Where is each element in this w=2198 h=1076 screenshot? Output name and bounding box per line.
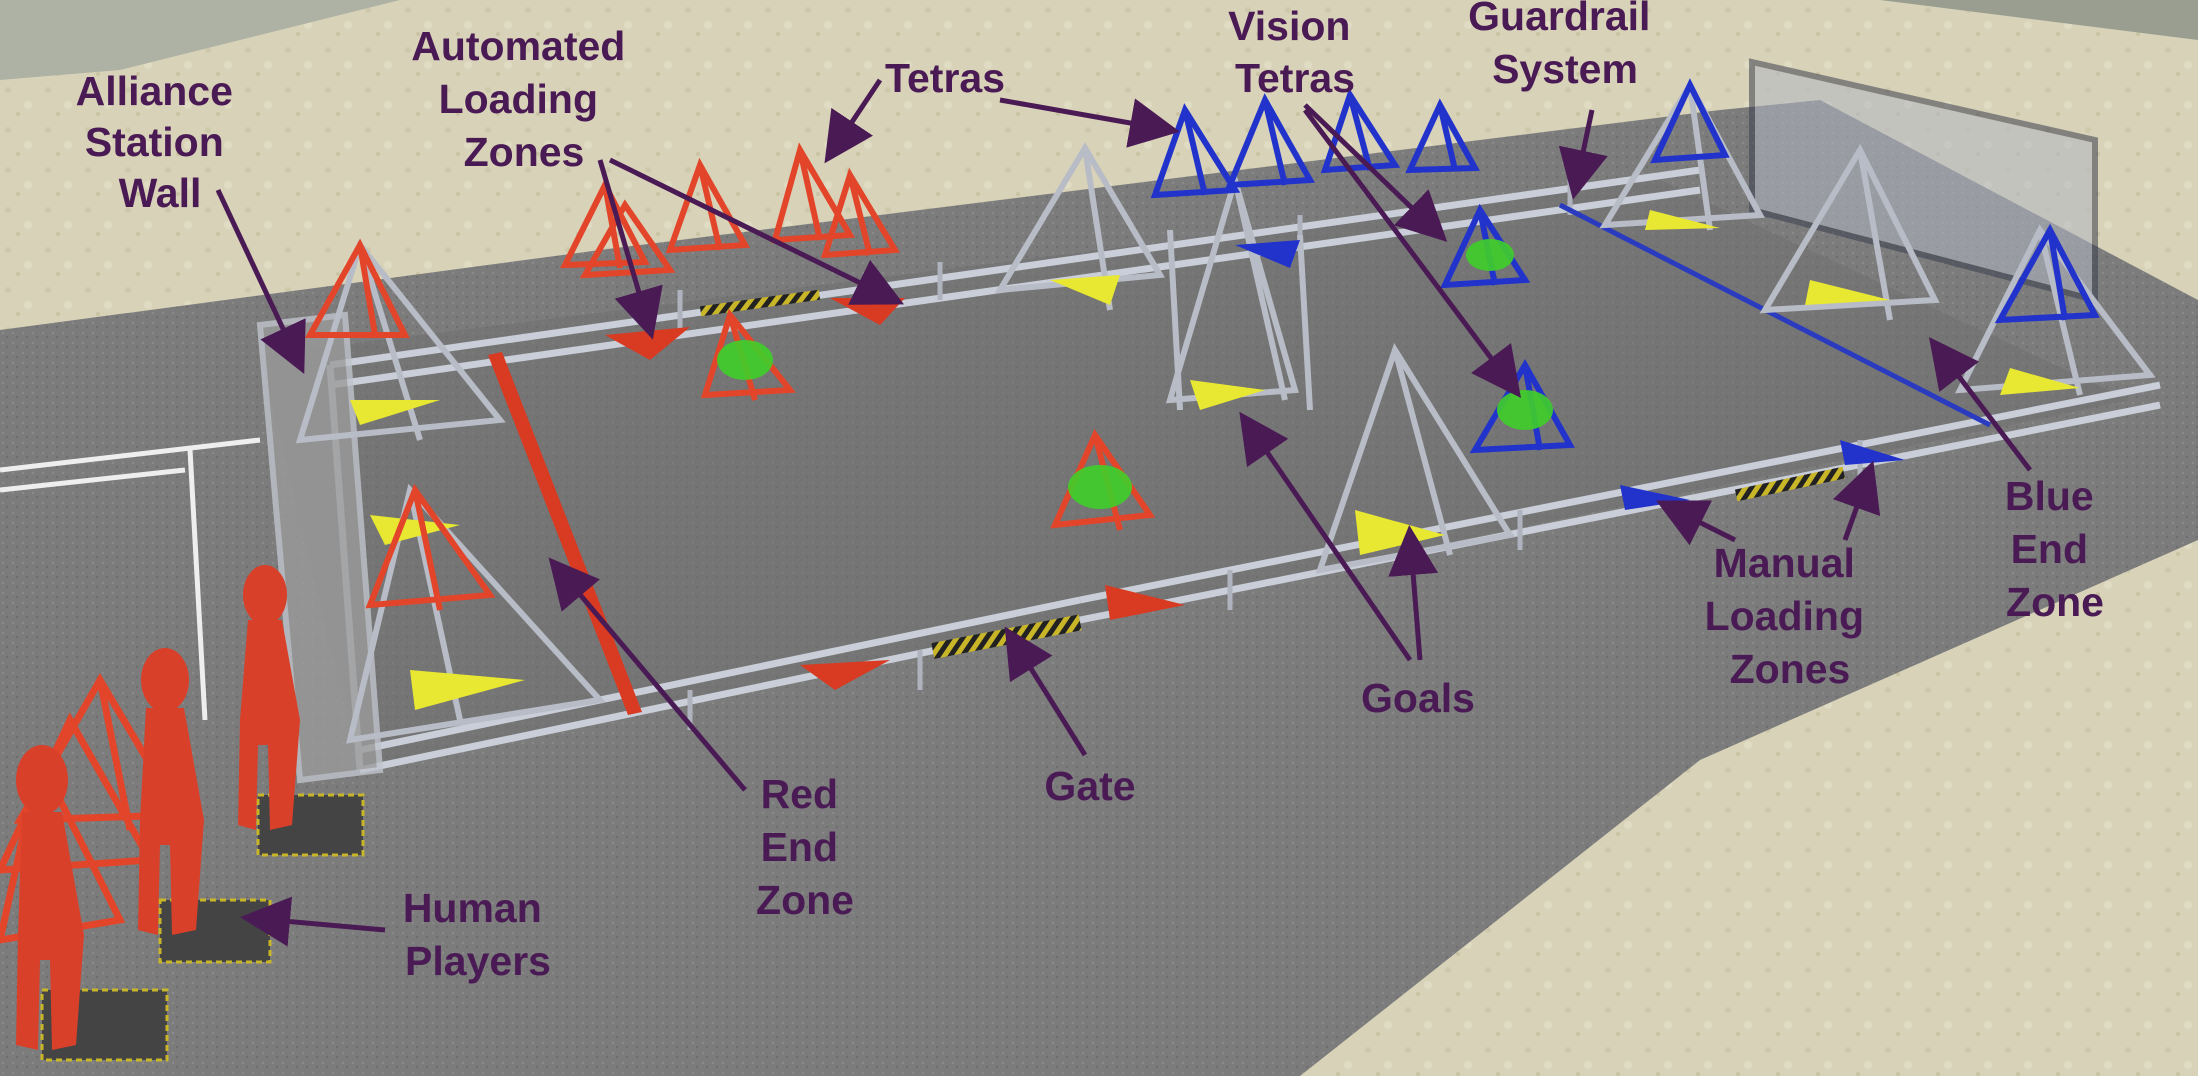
label-automated-2: Loading: [439, 76, 598, 122]
label-automated-1: Automated: [411, 23, 625, 69]
label-vision-2: Tetras: [1235, 55, 1355, 101]
label-alliance-station-wall: Alliance Station Wall: [76, 68, 245, 216]
sky-corner-right: [1880, 0, 2198, 40]
label-tetras: Tetras: [885, 55, 1005, 101]
blue-tetras: [1150, 78, 2100, 454]
label-human-players: Human Players: [403, 885, 553, 984]
label-guardrail-1: Guardrail: [1468, 0, 1650, 39]
label-vision-1: Vision: [1228, 3, 1350, 49]
vision-targets: [717, 239, 1553, 509]
label-human-1: Human: [403, 885, 542, 931]
label-red-end-zone: Red End Zone: [756, 771, 854, 923]
label-alliance-2: Station: [85, 119, 224, 165]
label-manual-3: Zones: [1730, 646, 1851, 692]
label-alliance-1: Alliance: [76, 68, 233, 114]
label-manual-2: Loading: [1705, 593, 1864, 639]
human-players: [16, 565, 365, 1062]
boundary-lines: [0, 437, 261, 721]
label-blue-1: Blue: [2005, 473, 2094, 519]
label-manual-loading-zones: Manual Loading Zones: [1705, 540, 1876, 692]
label-gate-1: Gate: [1044, 763, 1135, 809]
label-goals: Goals: [1361, 675, 1475, 721]
label-automated-3: Zones: [464, 129, 585, 175]
label-red-3: Zone: [756, 877, 854, 923]
callout-arrows: [215, 78, 2032, 947]
label-red-1: Red: [761, 771, 838, 817]
sky-corner: [0, 0, 400, 80]
blue-end-zone-line: [1558, 202, 1992, 428]
label-blue-end-zone: Blue End Zone: [2005, 473, 2105, 625]
manual-loading-zone-markers: [800, 440, 1905, 690]
gate-far: [699, 289, 821, 317]
label-guardrail-2: System: [1492, 46, 1638, 92]
label-vision-tetras: Vision Tetras: [1228, 3, 1362, 101]
label-automated-loading-zones: Automated Loading Zones: [411, 23, 637, 175]
label-alliance-3: Wall: [119, 170, 202, 216]
label-human-2: Players: [405, 938, 551, 984]
label-red-2: End: [761, 824, 838, 870]
label-gate: Gate: [1044, 763, 1135, 809]
label-guardrail-system: Guardrail System: [1468, 0, 1662, 92]
label-manual-1: Manual: [1714, 540, 1855, 586]
label-tetras-1: Tetras: [885, 55, 1005, 101]
label-blue-3: Zone: [2006, 579, 2104, 625]
label-goals-1: Goals: [1361, 675, 1475, 721]
gate-right: [1734, 466, 1846, 502]
label-blue-2: End: [2011, 526, 2088, 572]
